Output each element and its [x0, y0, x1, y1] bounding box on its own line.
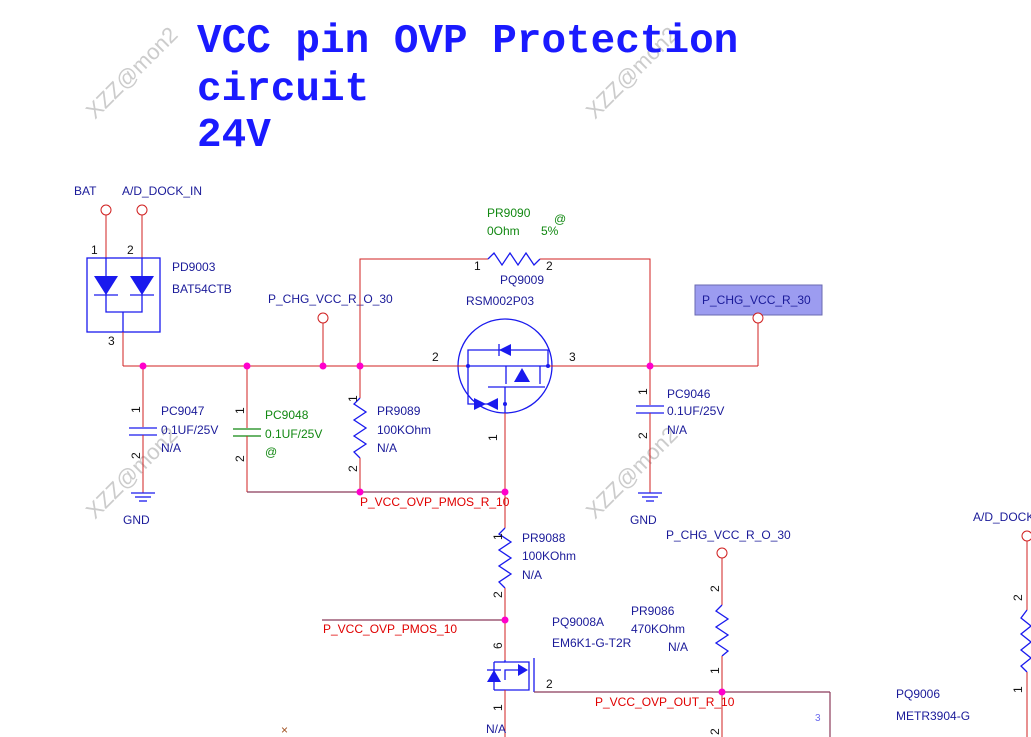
svg-text:PR9089: PR9089: [377, 404, 421, 418]
svg-text:2: 2: [491, 591, 505, 598]
svg-text:3: 3: [569, 350, 576, 364]
svg-text:2: 2: [546, 259, 553, 273]
svg-text:METR3904-G: METR3904-G: [896, 709, 970, 723]
title-line-1: VCC pin OVP Protection: [197, 19, 738, 65]
pd9003-diode: BAT A/D_DOCK_IN 1 2 PD9003 BAT54CTB 3: [74, 184, 232, 366]
svg-text:N/A: N/A: [667, 423, 687, 437]
svg-text:N/A: N/A: [522, 568, 542, 582]
svg-text:PD9003: PD9003: [172, 260, 216, 274]
svg-text:5%: 5%: [541, 224, 559, 238]
svg-text:1: 1: [233, 407, 247, 414]
net-out-r: P_VCC_OVP_OUT_R_10: [595, 695, 735, 709]
svg-text:1: 1: [129, 406, 143, 413]
svg-text:2: 2: [708, 585, 722, 592]
port-chg-vcc-r-30: P_CHG_VCC_R_30: [694, 284, 823, 324]
svg-text:0.1UF/25V: 0.1UF/25V: [265, 427, 322, 441]
svg-text:A/D_DOCK_IN: A/D_DOCK_IN: [122, 184, 202, 198]
pc9046-capacitor: 1 2 PC9046 0.1UF/25V N/A GND: [630, 366, 724, 527]
svg-text:PC9047: PC9047: [161, 404, 205, 418]
svg-text:A/D_DOCK: A/D_DOCK: [973, 510, 1031, 524]
svg-text:2: 2: [546, 677, 553, 691]
pr9088-resistor: 1 2 PR9088 100KOhm N/A: [491, 492, 576, 660]
svg-text:6: 6: [491, 642, 505, 649]
svg-text:XZZ@mon2: XZZ@mon2: [81, 422, 183, 524]
pq9006-transistor: PQ9006 METR3904-G 3: [815, 687, 970, 724]
pq9009-pmos: PQ9009 RSM002P03 2 3 1: [432, 273, 576, 492]
svg-text:0.1UF/25V: 0.1UF/25V: [667, 404, 724, 418]
pr9086-resistor: P_CHG_VCC_R_O_30 2 1 2 PR9086 470KOhm N/…: [631, 528, 791, 737]
svg-text:PQ9006: PQ9006: [896, 687, 940, 701]
svg-text:N/A: N/A: [668, 640, 688, 654]
svg-text:2: 2: [346, 465, 360, 472]
svg-text:3: 3: [815, 713, 821, 724]
svg-text:1: 1: [491, 704, 505, 711]
svg-text:0.1UF/25V: 0.1UF/25V: [161, 423, 218, 437]
svg-text:1: 1: [636, 388, 650, 395]
svg-text:PC9048: PC9048: [265, 408, 309, 422]
svg-text:2: 2: [636, 432, 650, 439]
svg-text:100KOhm: 100KOhm: [522, 549, 576, 563]
svg-text:100KOhm: 100KOhm: [377, 423, 431, 437]
svg-text:1: 1: [346, 395, 360, 402]
svg-text:1: 1: [491, 533, 505, 540]
svg-text:XZZ@mon2: XZZ@mon2: [581, 422, 683, 524]
svg-text:EM6K1-G-T2R: EM6K1-G-T2R: [552, 636, 632, 650]
svg-text:BAT: BAT: [74, 184, 97, 198]
svg-text:2: 2: [432, 350, 439, 364]
svg-text:2: 2: [1011, 594, 1025, 601]
port-chg-vcc-r-o-30: P_CHG_VCC_R_O_30: [268, 292, 393, 306]
svg-text:GND: GND: [630, 513, 657, 527]
net-pmos-r: P_VCC_OVP_PMOS_R_10: [360, 495, 510, 509]
svg-text:1: 1: [1011, 686, 1025, 693]
svg-text:XZZ@mon2: XZZ@mon2: [81, 22, 183, 124]
svg-text:P_CHG_VCC_R_30: P_CHG_VCC_R_30: [702, 293, 811, 307]
svg-text:PQ9008A: PQ9008A: [552, 615, 604, 629]
svg-text:N/A: N/A: [377, 441, 397, 455]
svg-text:@: @: [554, 212, 566, 226]
svg-text:2: 2: [129, 452, 143, 459]
net-pmos: P_VCC_OVP_PMOS_10: [323, 622, 457, 636]
svg-text:1: 1: [91, 243, 98, 257]
pq9008a-mosfet: PQ9008A EM6K1-G-T2R 6 2 1 N/A ×: [281, 615, 632, 737]
svg-text:PR9088: PR9088: [522, 531, 566, 545]
svg-text:1: 1: [474, 259, 481, 273]
pc9047-capacitor: 1 2 PC9047 0.1UF/25V N/A GND: [123, 366, 218, 527]
svg-text:2: 2: [127, 243, 134, 257]
title-line-3: 24V: [197, 113, 271, 159]
svg-text:PR9086: PR9086: [631, 604, 675, 618]
svg-text:0Ohm: 0Ohm: [487, 224, 520, 238]
svg-text:1: 1: [486, 434, 500, 441]
svg-text:BAT54CTB: BAT54CTB: [172, 282, 232, 296]
svg-text:1: 1: [708, 667, 722, 674]
svg-text:N/A: N/A: [486, 722, 506, 736]
title-line-2: circuit: [197, 67, 369, 113]
svg-text:@: @: [265, 445, 277, 459]
svg-text:PC9046: PC9046: [667, 387, 711, 401]
svg-text:RSM002P03: RSM002P03: [466, 294, 534, 308]
svg-text:PQ9009: PQ9009: [500, 273, 544, 287]
svg-text:PR9090: PR9090: [487, 206, 531, 220]
svg-text:3: 3: [108, 334, 115, 348]
svg-text:N/A: N/A: [161, 441, 181, 455]
svg-text:×: ×: [281, 723, 288, 737]
pr9090-resistor: PR9090 0Ohm 5% @ 1 2: [359, 206, 651, 366]
svg-text:GND: GND: [123, 513, 150, 527]
pc9048-capacitor: 1 2 PC9048 0.1UF/25V @: [233, 366, 322, 492]
svg-text:2: 2: [708, 728, 722, 735]
pr9089-resistor: 1 2 PR9089 100KOhm N/A: [346, 366, 431, 492]
svg-text:2: 2: [233, 455, 247, 462]
port-ad-dock: A/D_DOCK 2 1: [973, 510, 1031, 737]
junction-dots: [139, 362, 726, 696]
svg-text:470KOhm: 470KOhm: [631, 622, 685, 636]
svg-text:P_CHG_VCC_R_O_30: P_CHG_VCC_R_O_30: [666, 528, 791, 542]
